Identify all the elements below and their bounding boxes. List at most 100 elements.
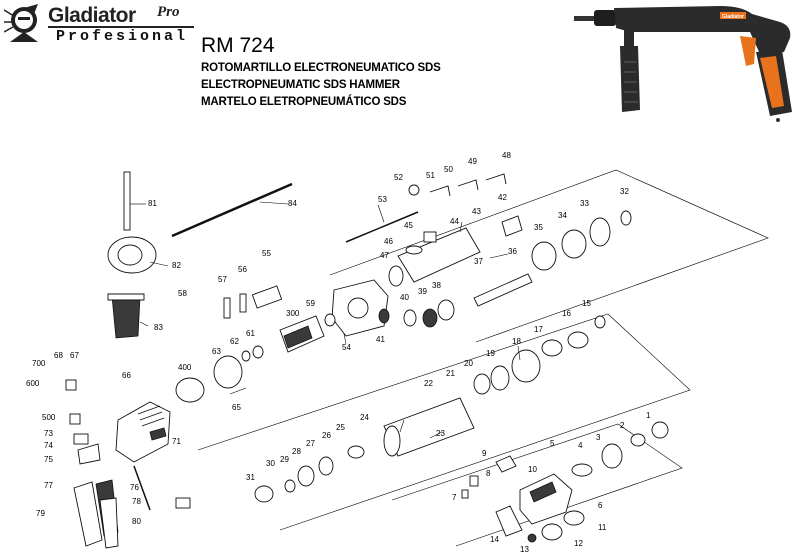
part-bearing-28 <box>297 465 315 487</box>
part-ring-31 <box>254 485 274 503</box>
label-53: 53 <box>378 195 387 204</box>
label-50: 50 <box>444 165 453 174</box>
part-switch-73 <box>73 433 89 445</box>
label-4: 4 <box>578 441 583 450</box>
part-sleeve-42 <box>501 215 523 237</box>
part-rings-24-26 <box>347 445 365 459</box>
label-76: 76 <box>130 483 139 492</box>
part-ring-12 <box>541 523 563 541</box>
part-brush-700 <box>65 379 77 391</box>
label-78: 78 <box>132 497 141 506</box>
label-8: 8 <box>486 469 491 478</box>
gladiator-helmet-icon <box>4 4 38 42</box>
part-ring-1 <box>651 421 669 439</box>
part-ring-16 <box>567 331 589 349</box>
label-55: 55 <box>262 249 271 258</box>
part-pin-8 <box>469 475 479 487</box>
label-16: 16 <box>562 309 571 318</box>
label-25: 25 <box>336 423 345 432</box>
title-portuguese: MARTELO ELETROPNEUMÁTICO SDS <box>201 96 407 108</box>
part-housing-bore <box>347 297 369 319</box>
label-700: 700 <box>32 359 46 368</box>
part-lever-71 <box>149 427 167 441</box>
label-34: 34 <box>558 211 567 220</box>
label-26: 26 <box>322 431 331 440</box>
part-handle-83-cap <box>107 293 145 301</box>
label-21: 21 <box>446 369 455 378</box>
drill-bit-holder <box>574 16 604 21</box>
label-40: 40 <box>400 293 409 302</box>
side-handle-clamp <box>624 30 634 48</box>
part-ring-2 <box>630 433 646 447</box>
label-29: 29 <box>280 455 289 464</box>
brand-plate-text: Gladiator <box>722 14 744 20</box>
part-gear-38 <box>437 299 455 321</box>
label-30: 30 <box>266 459 275 468</box>
frame-middle <box>197 313 691 531</box>
label-1: 1 <box>646 411 651 420</box>
label-82: 82 <box>172 261 181 270</box>
exploded-parts-diagram: 1 2 3 4 5 6 7 8 9 10 11 12 13 14 15 16 1… <box>26 151 769 554</box>
label-68: 68 <box>54 351 63 360</box>
label-52: 52 <box>394 173 403 182</box>
label-43: 43 <box>472 207 481 216</box>
label-46: 46 <box>384 237 393 246</box>
part-screw-65 <box>229 387 247 395</box>
part-ring-13 <box>527 533 537 543</box>
part-ring-47 <box>388 265 404 287</box>
label-44: 44 <box>450 217 459 226</box>
part-gear-18 <box>511 349 541 383</box>
label-24: 24 <box>360 413 369 422</box>
brand-name: Gladiator <box>48 4 136 27</box>
label-35: 35 <box>534 223 543 232</box>
label-20: 20 <box>464 359 473 368</box>
side-handle-ribs <box>624 61 638 103</box>
part-gear-39 <box>422 308 438 328</box>
part-number-labels: 1 2 3 4 5 6 7 8 9 10 11 12 13 14 15 16 1… <box>26 151 651 554</box>
label-33: 33 <box>580 199 589 208</box>
part-cylinder-end <box>383 425 401 457</box>
part-ring-11 <box>563 510 585 526</box>
label-66: 66 <box>122 371 131 380</box>
trigger-icon <box>740 36 756 66</box>
label-75: 75 <box>44 455 53 464</box>
part-cable-clamp <box>175 497 191 509</box>
label-54: 54 <box>342 343 351 352</box>
part-housing-vents <box>137 405 165 427</box>
label-61: 61 <box>246 329 255 338</box>
part-rod-84 <box>171 182 293 238</box>
label-400: 400 <box>178 363 192 372</box>
part-bearing-61 <box>241 350 251 362</box>
part-cap-9 <box>495 455 517 473</box>
label-13: 13 <box>520 545 529 554</box>
label-17: 17 <box>534 325 543 334</box>
label-58: 58 <box>178 289 187 298</box>
label-18: 18 <box>512 337 521 346</box>
part-bracket-56 <box>239 293 247 313</box>
label-600: 600 <box>26 379 40 388</box>
part-bearing-27 <box>318 456 334 476</box>
label-3: 3 <box>596 433 601 442</box>
part-stator-63 <box>213 355 243 389</box>
label-7: 7 <box>452 493 457 502</box>
part-cable-guard-80 <box>99 497 119 549</box>
chuck-icon <box>594 10 616 26</box>
part-bearing-34 <box>561 229 587 259</box>
label-12: 12 <box>574 539 583 548</box>
part-ring-40 <box>403 309 417 327</box>
label-19: 19 <box>486 349 495 358</box>
label-41: 41 <box>376 335 385 344</box>
label-38: 38 <box>432 281 441 290</box>
brand-subtitle: Profesional <box>56 28 189 45</box>
part-gear-35 <box>531 241 557 271</box>
label-27: 27 <box>306 439 315 448</box>
label-63: 63 <box>212 347 221 356</box>
label-59: 59 <box>306 299 315 308</box>
part-bearing-41 <box>378 308 390 324</box>
part-clamp-ring <box>117 244 143 266</box>
label-32: 32 <box>620 187 629 196</box>
label-47: 47 <box>380 251 389 260</box>
part-switch-74 <box>77 443 101 465</box>
label-56: 56 <box>238 265 247 274</box>
cable-icon <box>776 118 780 122</box>
